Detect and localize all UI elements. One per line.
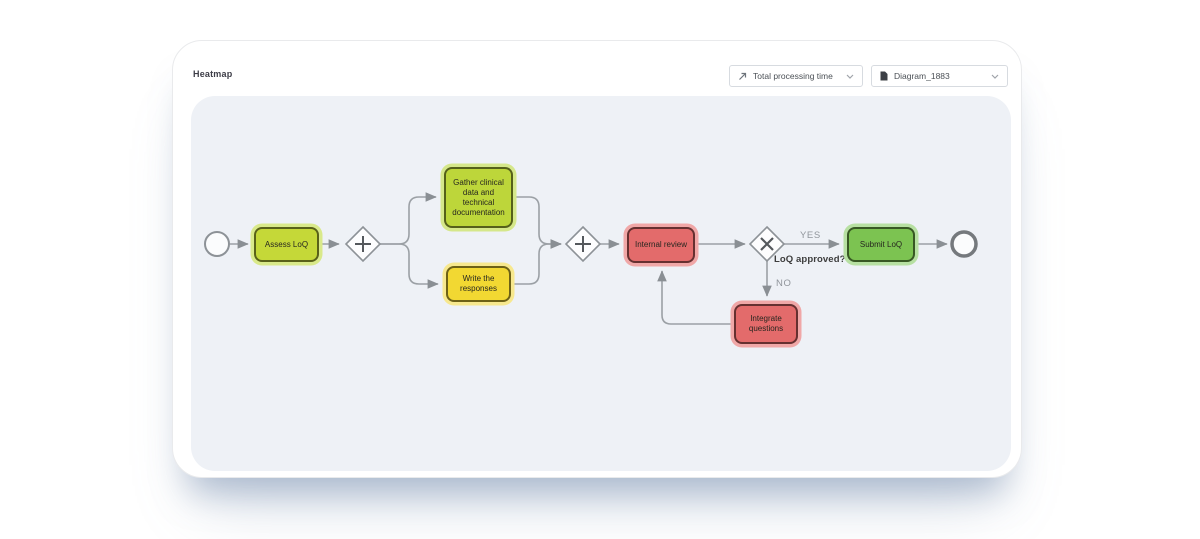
task-internal-review[interactable]: Internal review [627,227,695,263]
sequence-flows [230,192,948,325]
x-icon [760,237,774,251]
parallel-gateway-split[interactable] [344,225,382,263]
page-title: Heatmap [193,69,233,79]
flow-label-question: LoQ approved? [774,254,846,265]
bpmn-diagram: YES NO LoQ approved? [204,192,978,325]
task-label: Write the responses [460,274,497,293]
task-submit-loq[interactable]: Submit LoQ [847,227,915,262]
trending-arrow-icon [739,72,747,80]
task-label: Internal review [634,240,688,249]
plus-icon [575,236,591,252]
plus-icon [355,236,371,252]
end-event[interactable] [950,230,978,258]
chevron-down-icon [991,74,999,79]
diagram-select[interactable]: Diagram_1883 [871,65,1008,87]
start-event[interactable] [204,231,230,257]
exclusive-gateway[interactable] [748,225,786,263]
flow-label-yes: YES [800,230,821,241]
task-write-the-responses[interactable]: Write the responses [446,266,511,302]
parallel-gateway-join[interactable] [564,225,602,263]
task-integrate-questions[interactable]: Integrate questions [734,304,798,344]
sequence-flow [657,270,734,325]
diagram-canvas[interactable]: YES NO LoQ approved? [191,96,1011,471]
task-label: Integrate questions [748,314,784,333]
sequence-flow [380,243,439,289]
heatmap-card: Heatmap Total processing time Diagram_18… [172,40,1022,478]
sequence-flow [513,196,562,249]
document-icon [880,71,888,81]
sequence-flow [380,192,437,245]
task-label: Assess LoQ [264,239,309,249]
task-gather-clinical-data[interactable]: Gather clinical data and technical docum… [444,167,513,228]
sequence-flow [511,239,562,285]
task-label: Submit LoQ [859,239,903,249]
flow-label-no: NO [776,278,791,289]
metric-select[interactable]: Total processing time [729,65,863,87]
diagram-select-value: Diagram_1883 [894,71,950,81]
metric-select-value: Total processing time [753,71,833,81]
chevron-down-icon [846,74,854,79]
task-assess-loq[interactable]: Assess LoQ [254,227,319,262]
task-label: Gather clinical data and technical docum… [452,177,505,217]
